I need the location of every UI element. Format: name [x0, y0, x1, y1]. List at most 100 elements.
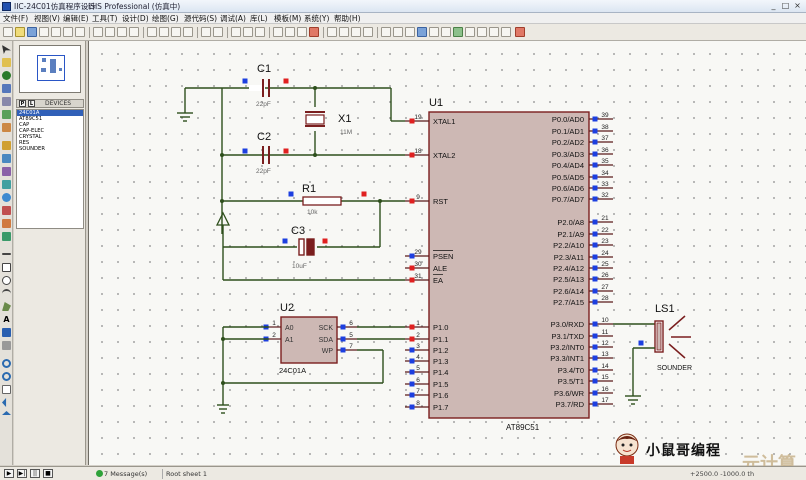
make-device-icon[interactable]: [339, 27, 349, 37]
decompose-icon[interactable]: [363, 27, 373, 37]
menu-system[interactable]: 系统(Y): [304, 14, 330, 23]
block-rotate-icon[interactable]: [297, 27, 307, 37]
play-button[interactable]: ▶: [4, 469, 14, 478]
bill-of-materials-icon[interactable]: [453, 27, 463, 37]
vsm-studio-icon[interactable]: [501, 27, 511, 37]
menu-graph[interactable]: 绘图(G): [152, 14, 179, 23]
menu-debug[interactable]: 调试(A): [220, 14, 246, 23]
search-tag-icon[interactable]: [393, 27, 403, 37]
print-area-icon[interactable]: [75, 27, 85, 37]
mirror-y-icon[interactable]: [2, 411, 11, 416]
2d-circle-icon[interactable]: [2, 276, 11, 285]
export-icon[interactable]: [51, 27, 61, 37]
zoom-out-icon[interactable]: [159, 27, 169, 37]
paste-icon[interactable]: [255, 27, 265, 37]
block-copy-icon[interactable]: [273, 27, 283, 37]
ares-launch-icon[interactable]: [515, 27, 525, 37]
subcircuit-mode-icon[interactable]: [2, 123, 11, 132]
pick-device-icon[interactable]: [327, 27, 337, 37]
device-list-item[interactable]: AT89C51: [19, 116, 43, 122]
2d-path-icon[interactable]: [2, 302, 11, 311]
graph-mode-icon[interactable]: [2, 167, 11, 176]
redo-icon[interactable]: [213, 27, 223, 37]
ares-icon[interactable]: [489, 27, 499, 37]
rotate-cw-icon[interactable]: [2, 359, 11, 368]
device-list-item[interactable]: RES: [19, 140, 30, 146]
mirror-x-icon[interactable]: [2, 398, 7, 407]
menu-view[interactable]: 视图(V): [34, 14, 60, 23]
menu-template[interactable]: 模板(M): [274, 14, 302, 23]
stop-button[interactable]: ■: [43, 469, 53, 478]
menu-library[interactable]: 库(L): [250, 14, 268, 23]
pick-devices-button[interactable]: P: [19, 100, 26, 107]
virtual-instruments-icon[interactable]: [2, 232, 11, 241]
2d-line-icon[interactable]: [2, 253, 11, 255]
2d-symbol-icon[interactable]: [2, 328, 11, 337]
erc-report-icon[interactable]: [465, 27, 475, 37]
device-list-item[interactable]: 24C01A: [17, 110, 83, 116]
selection-mode-icon[interactable]: [2, 45, 11, 54]
copy-icon[interactable]: [243, 27, 253, 37]
u1-pin-marker: [409, 118, 415, 124]
junction-mode-icon[interactable]: [2, 71, 11, 80]
tape-recorder-mode-icon[interactable]: [2, 180, 11, 189]
new-file-icon[interactable]: [3, 27, 13, 37]
menu-help[interactable]: 帮助(H): [334, 14, 361, 23]
menu-source[interactable]: 源代码(S): [184, 14, 218, 23]
pan-icon[interactable]: [129, 27, 139, 37]
refresh-icon[interactable]: [93, 27, 103, 37]
voltage-probe-icon[interactable]: [2, 206, 11, 215]
netlist-icon[interactable]: [477, 27, 487, 37]
device-list-item[interactable]: CAP-ELEC: [19, 128, 45, 134]
origin-icon[interactable]: [117, 27, 127, 37]
packaging-icon[interactable]: [351, 27, 361, 37]
2d-box-icon[interactable]: [2, 263, 11, 272]
message-count[interactable]: 7 Message(s): [104, 470, 148, 478]
new-sheet-icon[interactable]: [417, 27, 427, 37]
toggle-grid-icon[interactable]: [105, 27, 115, 37]
generator-mode-icon[interactable]: [2, 193, 11, 202]
menu-tools[interactable]: 工具(T): [92, 14, 118, 23]
property-tool-icon[interactable]: [405, 27, 415, 37]
save-icon[interactable]: [27, 27, 37, 37]
text-script-mode-icon[interactable]: [2, 97, 11, 106]
pause-button[interactable]: ||: [30, 469, 40, 478]
undo-icon[interactable]: [201, 27, 211, 37]
rotation-angle-field[interactable]: [2, 385, 11, 394]
block-delete-icon[interactable]: [309, 27, 319, 37]
menu-design[interactable]: 设计(D): [122, 14, 149, 23]
component-mode-icon[interactable]: [2, 58, 11, 67]
wire-label-mode-icon[interactable]: [2, 84, 11, 93]
library-manager-button[interactable]: L: [28, 100, 35, 107]
2d-arc-icon[interactable]: [2, 289, 11, 298]
2d-text-icon[interactable]: A: [3, 315, 10, 324]
current-probe-icon[interactable]: [2, 219, 11, 228]
print-icon[interactable]: [63, 27, 73, 37]
wire-autorouter-icon[interactable]: [381, 27, 391, 37]
device-pins-mode-icon[interactable]: [2, 154, 11, 163]
rotate-ccw-icon[interactable]: [2, 372, 11, 381]
device-list-item[interactable]: SOUNDER: [19, 146, 45, 152]
device-list-item[interactable]: CRYSTAL: [19, 134, 42, 140]
minimize-button[interactable]: _: [771, 1, 776, 10]
terminals-mode-icon[interactable]: [2, 141, 11, 150]
import-icon[interactable]: [39, 27, 49, 37]
open-folder-icon[interactable]: [15, 27, 25, 37]
menu-edit[interactable]: 编辑(E): [63, 14, 89, 23]
zoom-in-icon[interactable]: [147, 27, 157, 37]
device-list-item[interactable]: CAP: [19, 122, 30, 128]
buses-mode-icon[interactable]: [2, 110, 11, 119]
2d-marker-icon[interactable]: [2, 341, 11, 350]
cut-icon[interactable]: [231, 27, 241, 37]
zoom-all-icon[interactable]: [171, 27, 181, 37]
menu-file[interactable]: 文件(F): [3, 14, 29, 23]
step-button[interactable]: ▶|: [17, 469, 27, 478]
block-move-icon[interactable]: [285, 27, 295, 37]
maximize-button[interactable]: □: [781, 1, 790, 10]
remove-sheet-icon[interactable]: [429, 27, 439, 37]
zoom-area-icon[interactable]: [183, 27, 193, 37]
close-button[interactable]: ×: [794, 1, 801, 10]
overview-window[interactable]: [19, 45, 81, 93]
exit-parent-icon[interactable]: [441, 27, 451, 37]
